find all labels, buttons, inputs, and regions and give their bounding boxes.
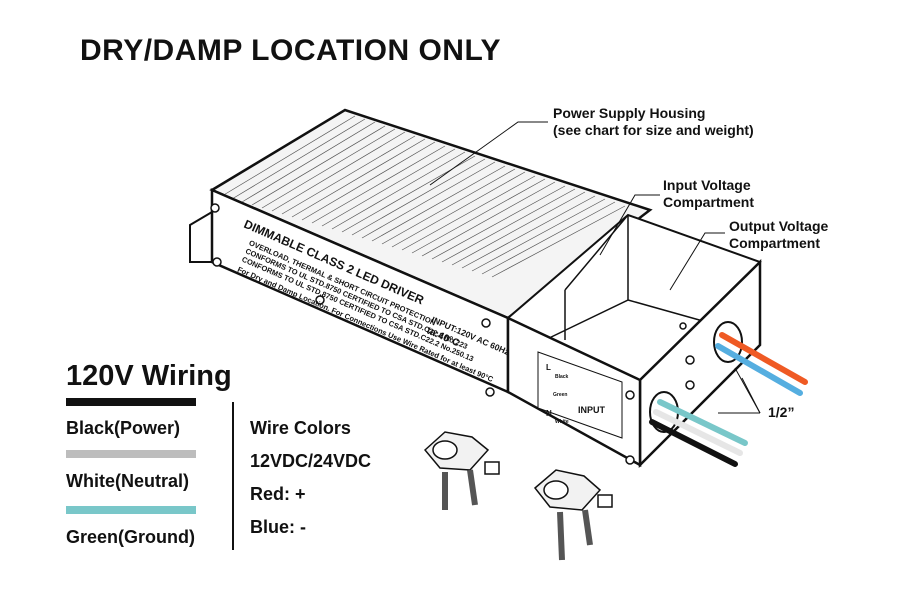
- cable-connector-1: [423, 431, 500, 510]
- wire-label-green: Green(Ground): [66, 527, 195, 547]
- callout-output-compartment: Output Voltage Compartment: [729, 218, 828, 252]
- terminal-white: White: [555, 419, 569, 425]
- terminal-input: INPUT: [578, 405, 606, 415]
- mounting-flange: [189, 210, 213, 263]
- wire-colors-red: Red: +: [250, 484, 306, 504]
- heat-sink-fins: [221, 115, 626, 278]
- callout-housing: Power Supply Housing (see chart for size…: [553, 105, 754, 139]
- page-title: DRY/DAMP LOCATION ONLY: [80, 34, 502, 67]
- input-wire-teal: [657, 399, 748, 446]
- cable-connector-2: [533, 469, 613, 561]
- housing-screws: [210, 203, 695, 465]
- callout-input-compartment: Input Voltage Compartment: [663, 177, 754, 211]
- callout-output-line2: Compartment: [729, 235, 821, 251]
- callout-half-inch: 1/2”: [768, 404, 795, 420]
- callout-input-line2: Compartment: [663, 194, 755, 210]
- terminal-L: L: [546, 363, 551, 372]
- output-wire-blue: [715, 343, 803, 396]
- terminal-green: Green: [553, 392, 567, 398]
- terminal-black: Black: [555, 374, 569, 380]
- terminal-panel: L Black Green N White INPUT: [537, 351, 623, 439]
- compartment-wall: [544, 214, 736, 341]
- swatch-black: [66, 398, 196, 406]
- callout-housing-line1: Power Supply Housing: [553, 105, 706, 121]
- swatch-green: [66, 506, 196, 514]
- leader-lines: [429, 121, 761, 414]
- wire-label-black: Black(Power): [66, 418, 181, 438]
- wire-label-white: White(Neutral): [66, 471, 189, 491]
- legend-divider: [232, 402, 234, 550]
- input-wire-black: [649, 419, 738, 467]
- wire-colors-heading: Wire Colors: [250, 418, 351, 438]
- wire-colors-voltage: 12VDC/24VDC: [250, 451, 372, 471]
- callout-output-line1: Output Voltage: [729, 218, 829, 234]
- wire-colors-blue: Blue: -: [250, 517, 306, 537]
- callout-housing-line2: (see chart for size and weight): [553, 122, 754, 138]
- wiring-title: 120V Wiring: [66, 360, 232, 392]
- input-wire-white: [653, 409, 743, 456]
- terminal-N: N: [546, 409, 552, 418]
- output-knockout: [713, 321, 743, 363]
- output-wire-red: [719, 332, 808, 385]
- swatch-white: [66, 450, 196, 458]
- callout-input-line1: Input Voltage: [663, 177, 751, 193]
